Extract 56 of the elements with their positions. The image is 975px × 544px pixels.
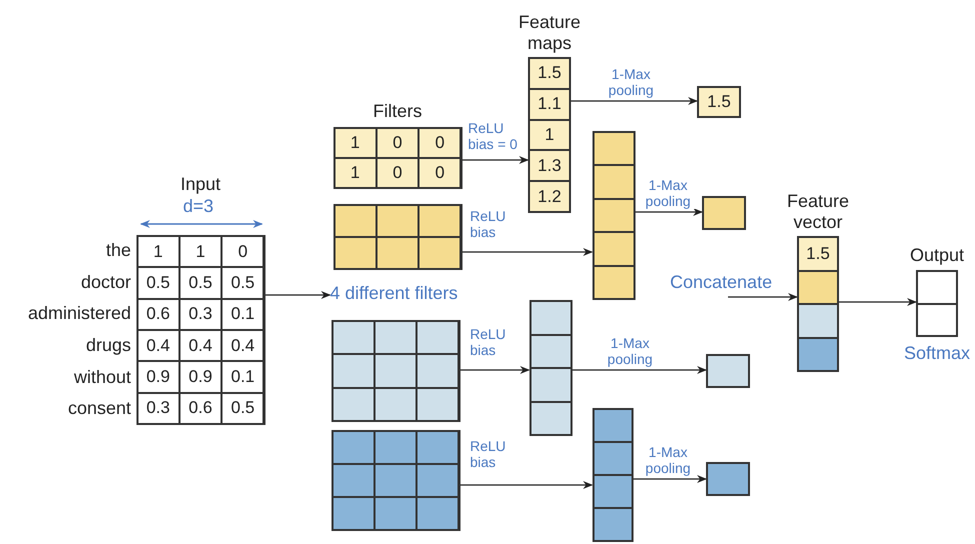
arrow — [460, 481, 593, 489]
matrix-cell: 0.3 — [138, 394, 178, 423]
matrix-cell: 0.1 — [222, 300, 263, 329]
matrix-cell: 1 — [180, 237, 221, 266]
matrix-cell: 0 — [377, 129, 418, 157]
matrix-cell: 1 — [138, 237, 178, 266]
arrow — [460, 366, 530, 374]
arrow — [839, 298, 917, 306]
row-label: doctor — [80, 272, 131, 292]
arrow — [462, 248, 593, 256]
matrix-cell: 1 — [335, 159, 376, 187]
matrix-cell: 0.5 — [222, 268, 263, 298]
heading: Input — [180, 174, 221, 195]
matrix-cell: 1.3 — [530, 151, 569, 180]
matrix-cell: 0.4 — [180, 331, 221, 360]
arrow — [635, 208, 703, 216]
matrix-cell: 0.9 — [138, 362, 178, 392]
matrix-cell: 0 — [420, 129, 460, 157]
row-label: consent — [68, 398, 131, 418]
matrix-cell: 0 — [222, 237, 263, 266]
dimension-label: d=3 — [183, 196, 214, 216]
matrix-cell: 1.2 — [530, 182, 569, 211]
matrix-cell: 0.6 — [138, 300, 178, 329]
filter-count-label: 4 different filters — [330, 283, 458, 303]
arrow — [633, 475, 707, 483]
matrix-cell: 0.3 — [180, 300, 221, 329]
arrow — [462, 156, 529, 164]
arrow — [571, 97, 698, 105]
matrix-cell: 1 — [335, 129, 376, 157]
matrix-cell: 0.1 — [222, 362, 263, 392]
matrix-cell: 0.5 — [222, 394, 263, 423]
arrow — [572, 366, 707, 374]
matrix-cell: 0.9 — [180, 362, 221, 392]
row-label: drugs — [86, 334, 131, 355]
heading: Output — [910, 245, 964, 266]
matrix-cell: 1.5 — [530, 59, 569, 88]
arrow — [728, 293, 798, 301]
matrix-cell: 0.5 — [138, 268, 178, 298]
matrix-cell: 0.4 — [222, 331, 263, 360]
heading: Feature vector — [786, 191, 850, 233]
matrix-cell: 1.5 — [699, 88, 739, 116]
matrix-cell: 0 — [420, 159, 460, 187]
output-label: Softmax — [904, 343, 970, 364]
heading: Feature maps — [517, 12, 582, 54]
matrix-cell: 0.4 — [138, 331, 178, 360]
row-label: the — [106, 240, 131, 260]
matrix-cell: 1 — [530, 120, 569, 150]
matrix-cell: 1.5 — [799, 238, 837, 270]
row-label: without — [74, 366, 131, 386]
row-label: administered — [28, 303, 131, 324]
matrix-cell: 0.6 — [180, 394, 221, 423]
matrix-cell: 1.1 — [530, 90, 569, 119]
arrow — [265, 291, 331, 299]
matrix-cell: 0 — [377, 159, 418, 187]
heading: Filters — [373, 101, 422, 122]
matrix-cell: 0.5 — [180, 268, 221, 298]
